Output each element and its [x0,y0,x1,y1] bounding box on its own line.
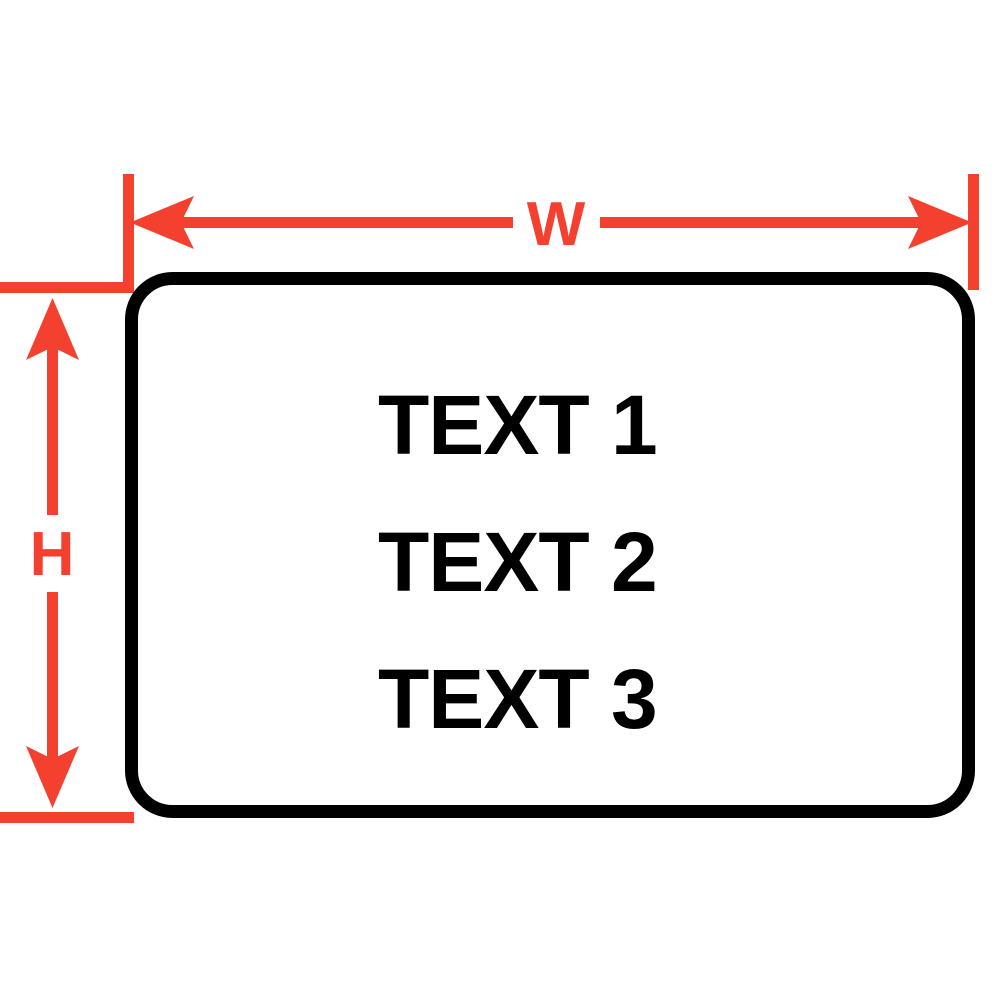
extension-line-top-horizontal [0,282,134,293]
extension-line-left-vertical [123,174,134,290]
arrow-down-icon [26,746,79,808]
label-outline-rect [125,272,975,818]
height-dimension-line-top [47,340,58,515]
extension-line-right-vertical [968,174,979,290]
height-dimension-label: H [30,520,75,589]
label-text-line-2: TEXT 2 [378,515,657,609]
label-text-block: TEXT 1 TEXT 2 TEXT 3 [378,378,658,746]
width-dimension-line-left [178,217,513,228]
height-dimension-line-bottom [47,592,58,762]
width-dimension: W [130,190,972,259]
arrow-left-icon [130,196,194,249]
extension-lines [0,174,979,823]
width-dimension-label: W [527,190,586,259]
height-dimension: H [26,298,79,808]
arrow-up-icon [26,298,79,360]
extension-line-bottom-horizontal [0,812,134,823]
arrow-right-icon [908,196,972,249]
label-text-line-1: TEXT 1 [378,378,657,472]
label-text-line-3: TEXT 3 [378,652,657,746]
width-dimension-line-right [600,217,925,228]
